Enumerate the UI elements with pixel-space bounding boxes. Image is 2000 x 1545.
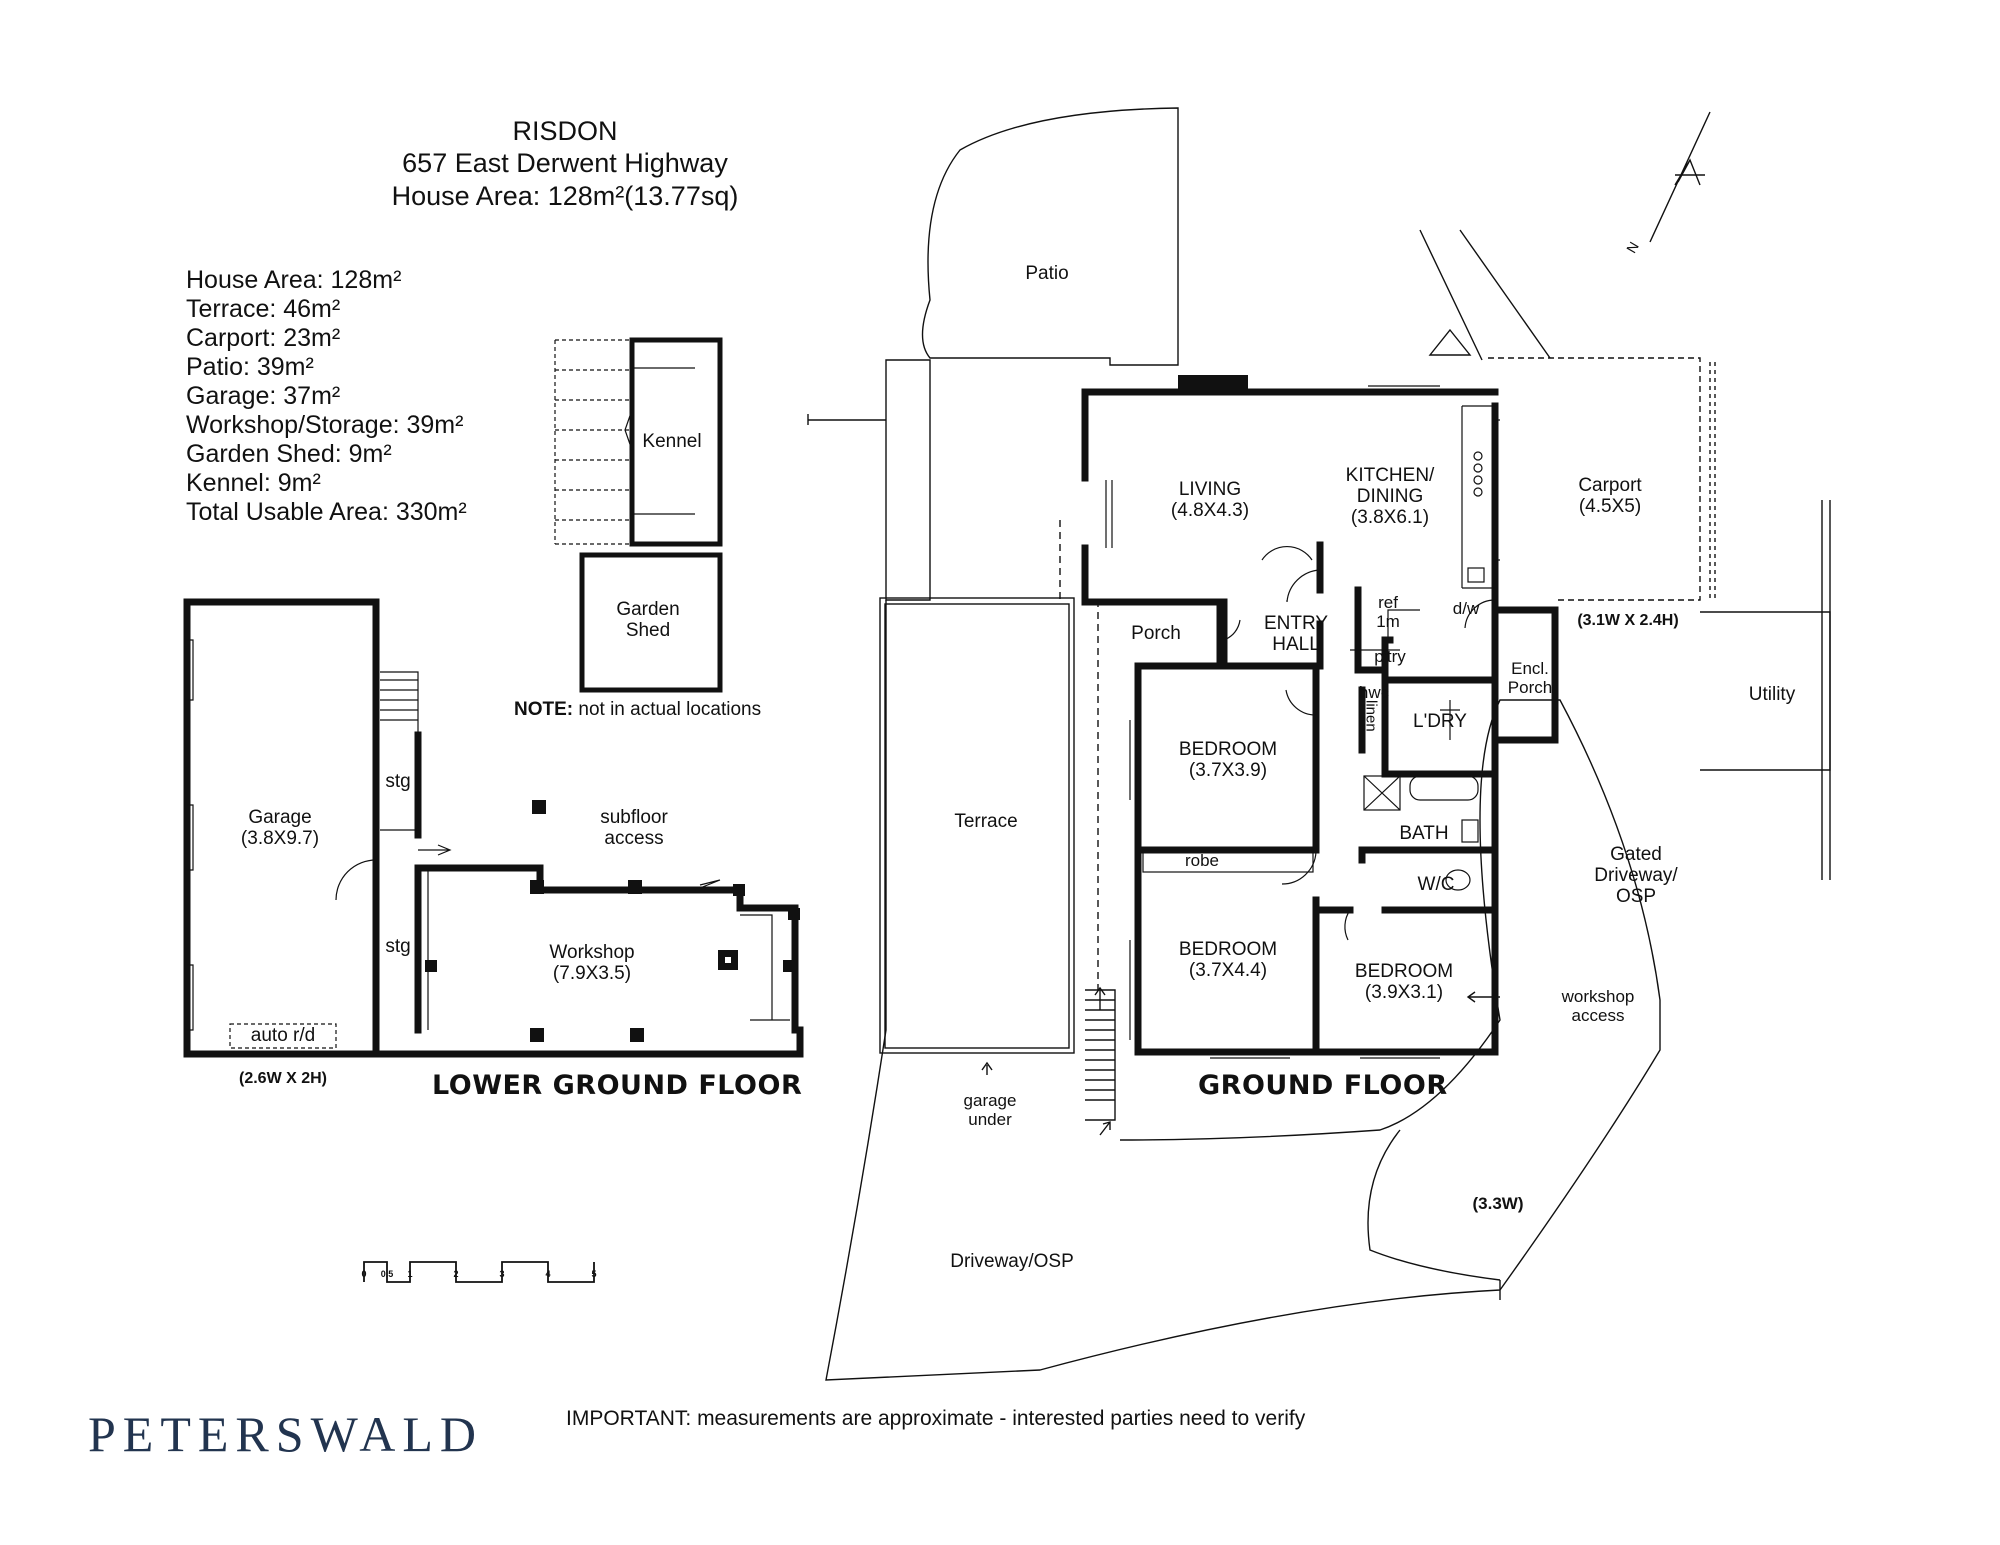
stairs — [380, 671, 419, 831]
site-boundary-left — [885, 359, 931, 601]
room-carport: Carport (4.5X5) — [1578, 475, 1642, 517]
carport-outline — [1488, 357, 1701, 601]
scale-tick-4: 4 — [545, 1269, 551, 1279]
area-garage: Garage: 37m² — [186, 382, 341, 410]
room-stg-upper: stg — [385, 771, 411, 792]
note-text: not in actual locations — [573, 699, 762, 720]
workshop-access: workshop access — [1561, 987, 1635, 1025]
gated-driveway: Gated Driveway/ OSP — [1594, 844, 1678, 907]
room-bedroom-2: BEDROOM (3.7X4.4) — [1178, 939, 1278, 981]
dishwasher-label: d/w — [1452, 599, 1480, 618]
scale-tick-0: 0 — [361, 1269, 367, 1279]
area-house: House Area: 128m² — [186, 266, 402, 294]
ground-floor-title: GROUND FLOOR — [1198, 1070, 1448, 1101]
room-living: LIVING (4.8X4.3) — [1170, 479, 1250, 521]
room-wc: W/C — [1417, 874, 1455, 895]
room-enclosed-porch: Encl. Porch — [1507, 659, 1553, 697]
gate-width: (3.3W) — [1472, 1194, 1524, 1213]
disclaimer: IMPORTANT: measurements are approximate … — [566, 1407, 1306, 1430]
room-laundry: L'DRY — [1413, 711, 1467, 732]
room-kitchen-dining: KITCHEN/ DINING (3.8X6.1) — [1345, 465, 1435, 528]
scale-tick-2: 2 — [453, 1269, 459, 1279]
carport-opening-size: (3.1W X 2.4H) — [1577, 612, 1679, 629]
room-workshop: Workshop (7.9X3.5) — [549, 942, 635, 984]
room-garage: Garage (3.8X9.7) — [240, 807, 320, 849]
room-garden-shed: Garden Shed — [616, 599, 680, 641]
room-entry-hall: ENTRY HALL — [1263, 613, 1329, 655]
area-kennel: Kennel: 9m² — [186, 469, 321, 497]
garage-door-size: (2.6W X 2H) — [238, 1070, 328, 1087]
room-bedroom-3: BEDROOM (3.9X3.1) — [1354, 961, 1454, 1003]
area-patio: Patio: 39m² — [186, 353, 314, 381]
brand-logo: PETERSWALD — [88, 1406, 483, 1462]
scale-tick-0-5: 0.5 — [380, 1269, 394, 1279]
room-utility: Utility — [1748, 684, 1796, 705]
area-workshop: Workshop/Storage: 39m² — [186, 411, 464, 439]
room-bedroom-1: BEDROOM (3.7X3.9) — [1178, 739, 1278, 781]
driveway-outline — [825, 600, 1661, 1381]
ground-floor-external-walls — [1081, 388, 1499, 1056]
garage-auto-door: auto r/d — [250, 1025, 316, 1046]
fridge-space: ref 1m — [1376, 593, 1400, 631]
room-patio: Patio — [1025, 263, 1069, 284]
kennel-outline — [629, 337, 723, 547]
note-label: NOTE: — [514, 699, 574, 720]
north-arrow-icon — [1649, 111, 1711, 243]
subfloor-access: subfloor access — [600, 807, 668, 849]
area-garden-shed: Garden Shed: 9m² — [186, 440, 392, 468]
garden-shed-outline — [579, 552, 723, 693]
hot-water-cylinder: hwc — [1358, 683, 1390, 702]
area-terrace: Terrace: 46m² — [186, 295, 341, 323]
room-stg-lower: stg — [385, 936, 411, 957]
header-house-area: House Area: 128m²(13.77sq) — [391, 180, 739, 211]
room-pantry: p'try — [1374, 647, 1406, 666]
header: RISDON 657 East Derwent Highway House Ar… — [392, 115, 739, 212]
room-terrace: Terrace — [954, 811, 1018, 832]
scale-bar — [363, 1261, 595, 1283]
room-porch: Porch — [1131, 623, 1181, 644]
room-bath: BATH — [1399, 823, 1449, 844]
robe: robe — [1184, 851, 1220, 870]
header-suburb: RISDON — [512, 116, 618, 146]
scale-tick-5: 5 — [591, 1269, 597, 1279]
area-carport: Carport: 23m² — [186, 324, 341, 352]
note: NOTE: not in actual locations — [514, 699, 761, 721]
area-summary: House Area: 128m² Terrace: 46m² Carport:… — [186, 266, 467, 527]
scale-tick-1: 1 — [407, 1269, 413, 1279]
patio-outline — [921, 107, 1179, 366]
garage-under: garage under — [963, 1091, 1017, 1129]
lower-floor-title: LOWER GROUND FLOOR — [432, 1070, 803, 1101]
header-address: 657 East Derwent Highway — [402, 148, 728, 179]
room-kennel: Kennel — [642, 431, 702, 452]
linen-cupboard: linen — [1362, 700, 1380, 732]
area-total: Total Usable Area: 330m² — [186, 498, 467, 526]
driveway-osp: Driveway/OSP — [950, 1251, 1074, 1272]
terrace-outline — [879, 597, 1075, 1054]
scale-tick-3: 3 — [499, 1269, 505, 1279]
